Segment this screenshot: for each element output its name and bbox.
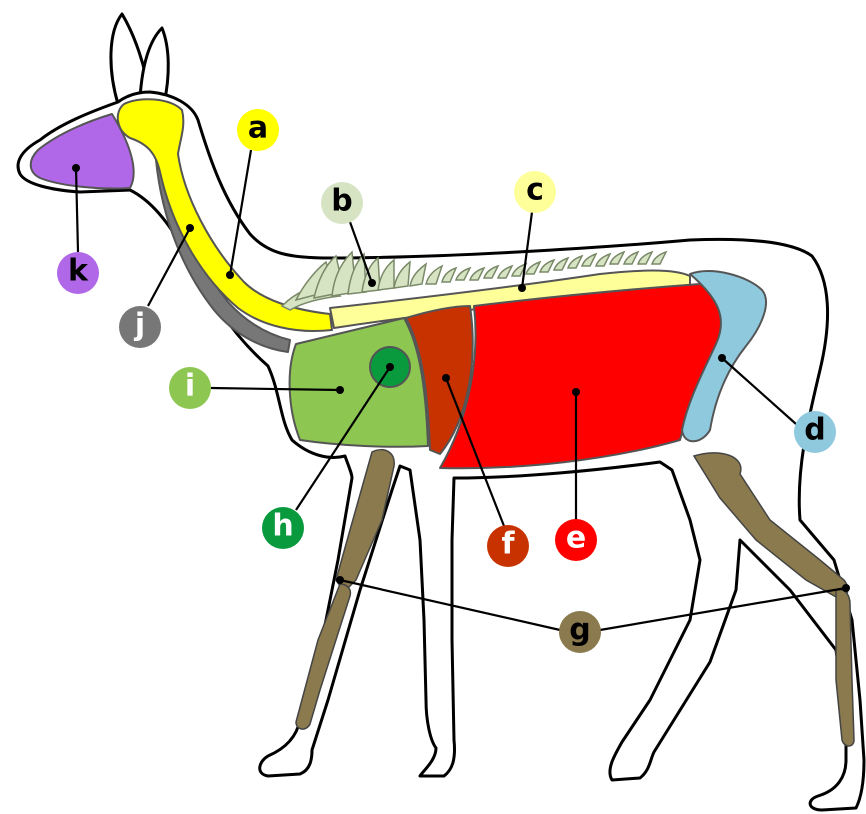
label-letter-h: h xyxy=(272,509,293,544)
leader-dot-g-1 xyxy=(336,576,344,584)
label-letter-e: e xyxy=(566,521,586,556)
leader-dot-d xyxy=(718,354,726,362)
label-badge-f: f xyxy=(487,525,529,567)
leader-dot-e xyxy=(572,388,580,396)
label-badge-h: h xyxy=(262,507,304,549)
leader-dot-k xyxy=(72,164,80,172)
label-badge-e: e xyxy=(555,519,597,561)
label-badge-a: a xyxy=(237,109,279,151)
label-letter-a: a xyxy=(248,111,268,146)
leader-dot-a xyxy=(226,271,234,279)
label-letter-g: g xyxy=(569,613,590,648)
label-letter-f: f xyxy=(501,527,515,562)
leader-dot-f xyxy=(442,374,450,382)
leader-dot-h xyxy=(386,363,394,371)
label-letter-c: c xyxy=(526,173,544,208)
leader-dot-g-2 xyxy=(842,584,850,592)
leader-dot-i xyxy=(336,386,344,394)
label-badge-b: b xyxy=(321,182,363,224)
leader-dot-j xyxy=(186,224,194,232)
leader-line-j xyxy=(148,228,190,306)
label-badge-c: c xyxy=(514,171,556,213)
label-badge-d: d xyxy=(794,411,836,453)
leader-dot-c xyxy=(518,284,526,292)
label-badge-g: g xyxy=(559,611,601,653)
label-badge-j: j xyxy=(119,306,161,348)
label-letter-i: i xyxy=(185,369,195,404)
label-letter-b: b xyxy=(331,184,352,219)
label-letter-j: j xyxy=(134,308,145,343)
label-badge-k: k xyxy=(57,252,99,294)
label-letter-d: d xyxy=(804,413,825,448)
label-letter-k: k xyxy=(68,254,89,289)
label-badge-i: i xyxy=(169,367,211,409)
leader-dot-b xyxy=(368,279,376,287)
